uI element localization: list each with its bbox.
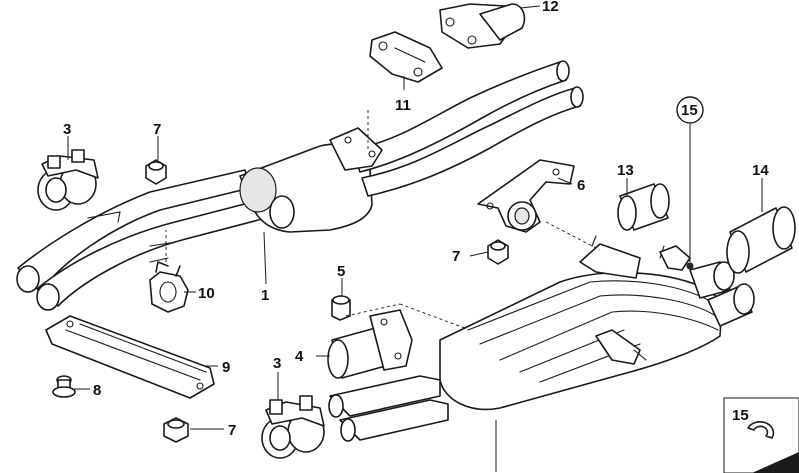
callout-13: 13: [617, 162, 634, 179]
bolt-part-8: [52, 375, 76, 398]
hanger-bracket-part-6: [477, 159, 601, 251]
callout-14: 14: [752, 162, 769, 179]
flange-gasket-part-11: [369, 31, 443, 83]
callout-7-middle: 7: [452, 248, 460, 265]
callout-7-bottom: 7: [228, 422, 236, 439]
pipe-connector-part-12: [439, 3, 526, 49]
leader-lines: [67, 5, 763, 472]
callout-3-bottom: 3: [273, 355, 281, 372]
callout-15-inset: 15: [732, 407, 749, 424]
screw-part-5: [331, 295, 351, 321]
front-pipe-with-center-silencer: [16, 60, 584, 311]
callout-15-circle: [676, 96, 704, 124]
pipe-clamp-top-left: [37, 149, 99, 211]
callout-8: 8: [93, 382, 101, 399]
callout-4: 4: [295, 348, 304, 365]
hex-nut-part-7-top: [145, 159, 167, 185]
callout-labels: 1 3 3 4 5 6 7 7 7 8 9 10 11 12 13 14 15 …: [63, 0, 769, 439]
callout-12: 12: [542, 0, 559, 15]
hex-nut-part-7-middle: [487, 239, 509, 265]
circlip-detail-on-muffler: [659, 245, 694, 271]
callout-7-top: 7: [153, 121, 161, 138]
intermediate-pipe-part-4: [327, 303, 471, 379]
callout-9: 9: [222, 359, 230, 376]
circlip-inset-panel: [723, 397, 799, 473]
callout-6: 6: [577, 177, 585, 194]
heat-shield-part-9: [45, 315, 215, 399]
callout-15-circled: 15: [681, 102, 698, 119]
pipe-clamp-bottom: [261, 395, 325, 459]
exhaust-tip-part-13: [617, 183, 670, 231]
hex-nut-part-7-bottom: [163, 417, 189, 443]
callout-11: 11: [395, 97, 411, 114]
callout-1: 1: [261, 287, 269, 304]
rear-muffler: [328, 235, 755, 442]
callout-10: 10: [198, 285, 215, 302]
callout-5: 5: [337, 263, 345, 280]
exhaust-tip-part-14: [726, 206, 796, 274]
callout-3-top: 3: [63, 121, 71, 138]
rubber-mount-part-10: [149, 230, 189, 313]
